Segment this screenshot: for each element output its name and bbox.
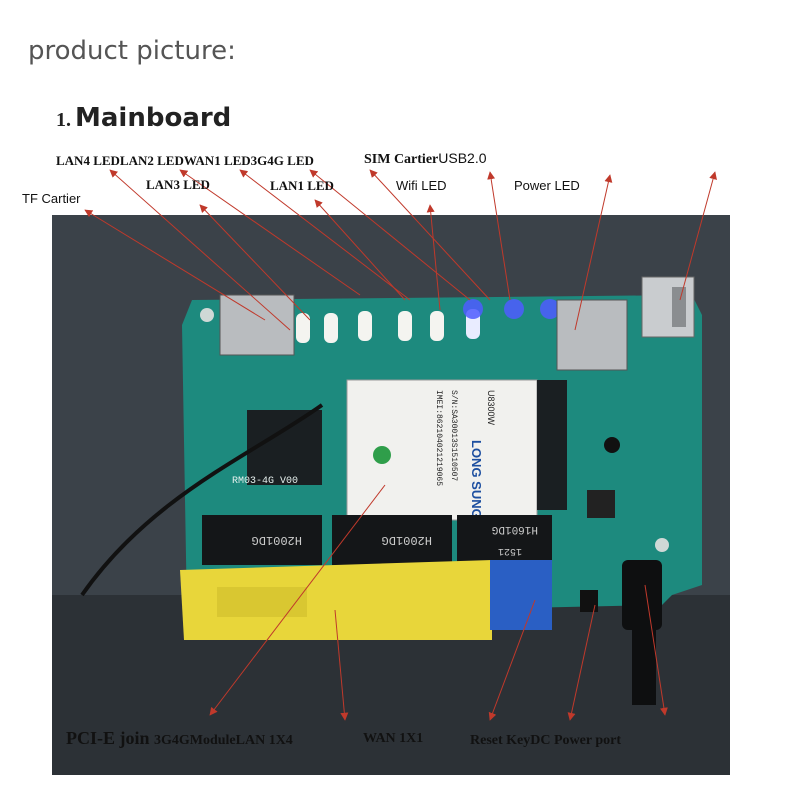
- svg-text:H1601DG: H1601DG: [492, 523, 538, 535]
- usb-label: USB2.0: [438, 150, 487, 166]
- module-label: 3G4GModule: [153, 733, 236, 748]
- svg-text:S/N:SA30013S1510507: S/N:SA30013S1510507: [449, 390, 458, 481]
- svg-text:H2001DG: H2001DG: [252, 533, 302, 547]
- mainboard-photo: RM03-4G V00 LONG SUNG S/N:SA30013S151050…: [52, 215, 730, 775]
- reset-key-label: Reset Key: [470, 733, 531, 748]
- soc-chip: [247, 410, 322, 485]
- tf-cartier-label: TF Cartier: [22, 191, 81, 206]
- svg-text:LONG SUNG: LONG SUNG: [469, 440, 484, 519]
- antenna-cable: [80, 403, 324, 597]
- section-title: 1. Mainboard: [56, 103, 231, 133]
- section-number: 1.: [56, 109, 71, 131]
- mount-hole: [655, 538, 669, 552]
- reset-key: [580, 590, 598, 612]
- bottom-labels: PCI-E join 3G4GModuleLAN 1X4: [66, 728, 293, 749]
- magnetics-3: [457, 515, 552, 565]
- lan-1x4-label: LAN 1X4: [235, 733, 293, 748]
- mount-hole: [200, 308, 214, 322]
- led-row: [296, 299, 560, 343]
- dc-power-jack: [622, 560, 662, 630]
- usb-port: [641, 276, 695, 338]
- lan3-led-label: LAN3 LED: [146, 177, 210, 192]
- section-name: Mainboard: [75, 103, 232, 133]
- svg-text:U8300W: U8300W: [486, 390, 496, 426]
- pcie-join-label: PCI-E join: [66, 728, 150, 748]
- svg-text:RM03-4G V00: RM03-4G V00: [232, 476, 298, 487]
- reset-dc-labels: Reset KeyDC Power port: [470, 731, 621, 749]
- svg-text:H2001DG: H2001DG: [382, 533, 432, 547]
- wan-1x1-label: WAN 1X1: [363, 731, 424, 746]
- page-heading: product picture:: [28, 36, 236, 66]
- tf-card-slot: [219, 294, 295, 356]
- wan-port: [490, 560, 552, 630]
- sim-card-slot: [556, 299, 628, 371]
- lan-leds-label: LAN4 LEDLAN2 LEDWAN1 LED3G4G LED: [56, 153, 314, 168]
- inductor: [587, 490, 615, 518]
- svg-text:1521: 1521: [498, 545, 522, 556]
- pcie-slot: [537, 380, 567, 510]
- svg-text:IMEI:862104021219065: IMEI:862104021219065: [434, 390, 443, 486]
- sim-cartier-label: SIM Cartier: [364, 152, 439, 167]
- sim-usb-label: SIM CartierUSB2.0: [364, 150, 487, 168]
- dc-power-label: DC Power port: [530, 733, 621, 748]
- wifi-led-label: Wifi LED: [396, 178, 447, 193]
- lan1-led-label: LAN1 LED: [270, 178, 334, 193]
- power-led-label: Power LED: [514, 178, 580, 193]
